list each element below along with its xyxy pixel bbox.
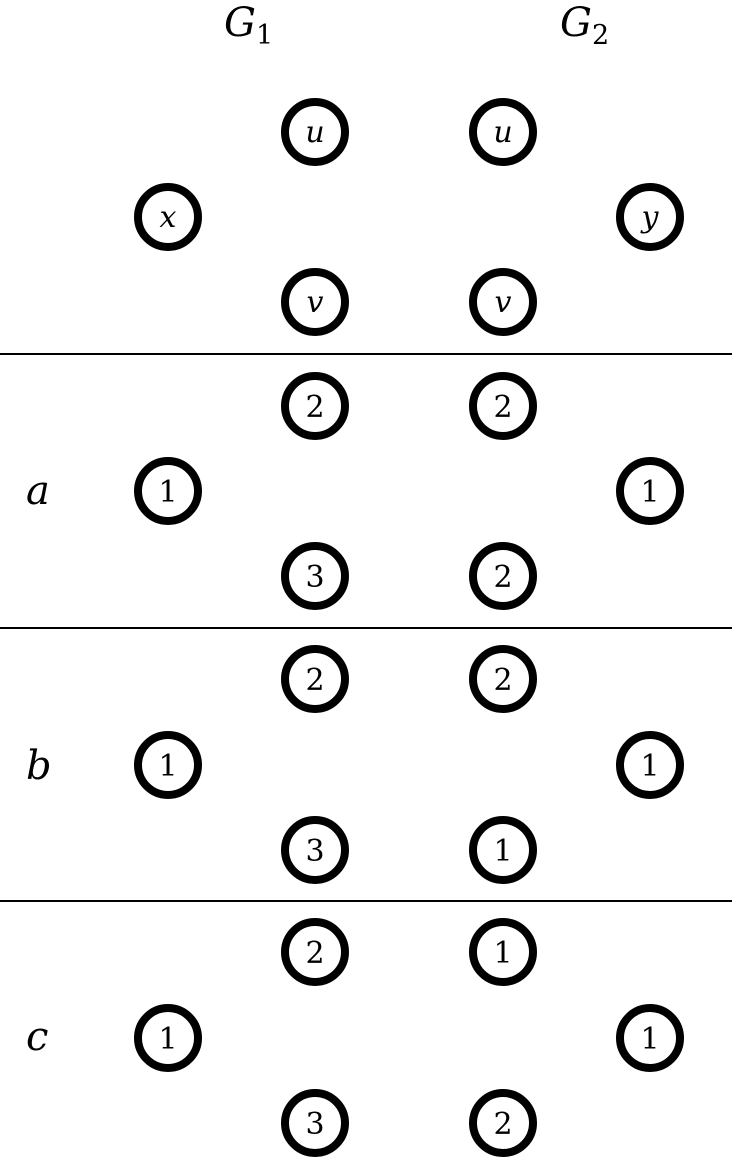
g1-node-bottom: 3 [281,816,349,884]
row-label-c: c [26,1014,48,1060]
svg-text:1: 1 [493,936,512,971]
svg-text:2: 2 [305,663,324,698]
g2-node-top: 1 [469,918,537,986]
svg-text:u: u [493,115,512,150]
row-label-b: b [26,743,52,789]
row-label-a: a [26,468,50,514]
g2-node-bottom: 2 [469,542,537,610]
svg-text:2: 2 [493,663,512,698]
svg-text:1: 1 [640,749,659,784]
g2-node-bottom: 2 [469,1089,537,1157]
svg-text:2: 2 [493,390,512,425]
g2-node-right: y [616,183,684,251]
svg-text:2: 2 [305,390,324,425]
svg-text:v: v [307,285,324,320]
g1-node-bottom: v [281,268,349,336]
svg-text:x: x [160,200,177,235]
g2-node-right: 1 [616,731,684,799]
g2-node-right: 1 [616,1004,684,1072]
svg-text:1: 1 [158,1022,177,1057]
section-row-c: c 2 1 3 1 1 2 [26,918,684,1157]
svg-text:1: 1 [493,834,512,869]
g1-node-top: u [281,98,349,166]
g2-node-top: 2 [469,372,537,440]
svg-text:y: y [640,200,660,235]
g1-node-top: 2 [281,372,349,440]
svg-text:1: 1 [158,749,177,784]
g1-node-bottom: 3 [281,1089,349,1157]
svg-text:2: 2 [305,936,324,971]
g2-node-right: 1 [616,457,684,525]
svg-text:3: 3 [305,560,324,595]
svg-text:v: v [495,285,512,320]
column-header-g2: G2 [560,0,609,51]
g2-node-bottom: 1 [469,816,537,884]
svg-text:2: 2 [493,560,512,595]
g1-node-bottom: 3 [281,542,349,610]
svg-text:1: 1 [158,475,177,510]
section-row-b: b 2 1 3 2 1 1 [26,645,684,884]
svg-text:1: 1 [640,1022,659,1057]
svg-text:u: u [305,115,324,150]
g2-node-top: u [469,98,537,166]
g1-node-left: x [134,183,202,251]
column-header-g1: G1 [224,0,273,51]
svg-text:2: 2 [493,1107,512,1142]
g1-node-left: 1 [134,1004,202,1072]
section-vertex-names: u x v u y v [134,98,684,336]
g2-node-top: 2 [469,645,537,713]
g1-node-top: 2 [281,645,349,713]
svg-text:3: 3 [305,834,324,869]
g1-node-left: 1 [134,731,202,799]
g1-node-left: 1 [134,457,202,525]
g1-node-top: 2 [281,918,349,986]
svg-text:1: 1 [640,475,659,510]
g2-node-bottom: v [469,268,537,336]
svg-text:3: 3 [305,1107,324,1142]
section-row-a: a 2 1 3 2 1 2 [26,372,684,610]
